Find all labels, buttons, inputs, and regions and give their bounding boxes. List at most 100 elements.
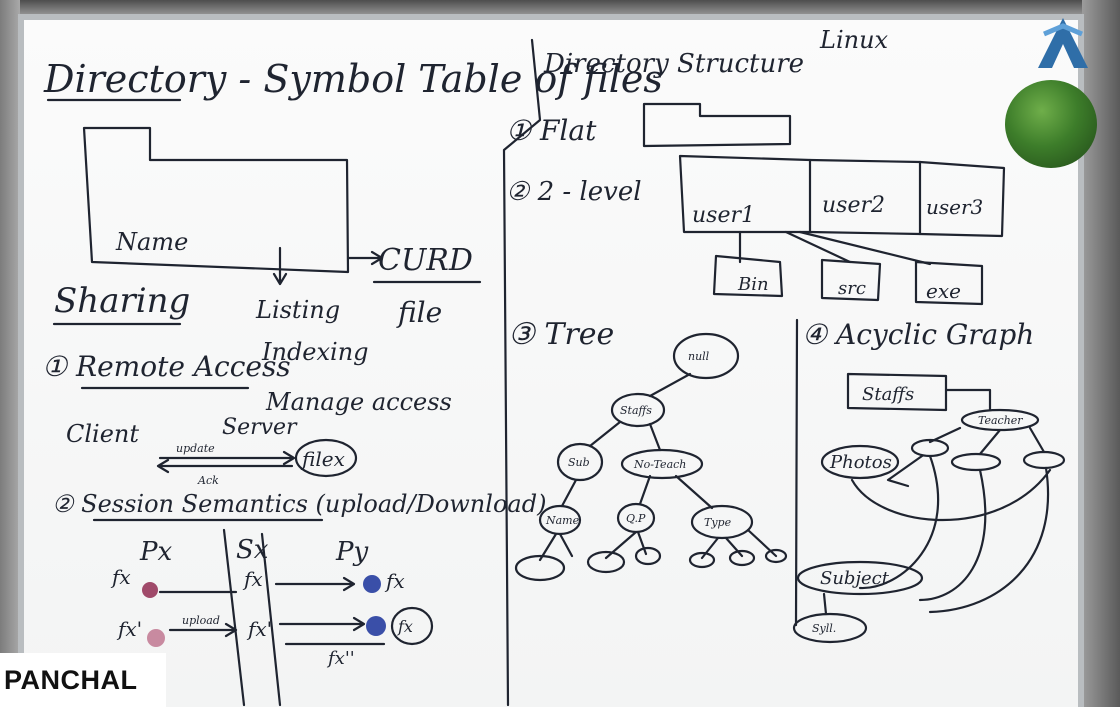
file-label: file: [396, 296, 442, 329]
tree-node-type: [690, 504, 754, 540]
user3-folder: [918, 160, 1006, 238]
acyclic-graph-label: ④ Acyclic Graph: [802, 318, 1034, 351]
board-frame-left: [0, 0, 20, 707]
tree-node-null-label: null: [688, 350, 710, 363]
upload-label: upload: [182, 614, 220, 627]
update-arrow-icon: [158, 450, 296, 466]
tree-label: ③ Tree: [508, 317, 614, 352]
op-manage-access: Manage access: [265, 388, 452, 416]
filex-ellipse: [294, 438, 358, 478]
tree-node-staffs-label: Staffs: [620, 404, 652, 417]
sx-line-right: [260, 532, 282, 707]
arrow-right-icon: [346, 250, 384, 266]
upload-arrow-icon: [168, 622, 238, 638]
linux-label: Linux: [819, 26, 889, 54]
directory-structure-title: Directory Structure: [543, 49, 804, 79]
bin-folder: [712, 254, 784, 298]
py-prime-dot: [366, 616, 386, 636]
tree-leaf-edges: [538, 528, 778, 562]
tree-node-sub-label: Sub: [568, 456, 590, 469]
remote-access: ① Remote Access: [42, 350, 291, 383]
filex-label: filex: [300, 447, 345, 471]
fx-circle-label: fx: [397, 617, 413, 636]
graph-node-photos: [820, 444, 900, 480]
op-listing: Listing: [255, 296, 340, 324]
py-file-dot: [363, 575, 381, 593]
fx-prime-dot: [147, 629, 165, 647]
title-directory: Directory - Symbol Table of files: [43, 57, 663, 101]
curd-label: CURD: [378, 243, 473, 278]
flat-folder-icon: [642, 102, 792, 148]
fx-prime-left: fx': [116, 617, 142, 641]
folder-icon: [82, 126, 350, 274]
fx-dprime: fx'': [326, 648, 355, 669]
graph-node-syll-label: Syll.: [812, 622, 836, 635]
graph-edges: [886, 388, 1046, 488]
folder-label: Name: [115, 228, 188, 256]
exe-folder: [914, 260, 984, 306]
graph-node-c: [1022, 450, 1066, 470]
px-label: Px: [139, 537, 172, 567]
graph-node-b: [950, 452, 1002, 472]
user1-label: user1: [692, 203, 755, 228]
center-divider: [502, 38, 542, 707]
server-label: Server: [222, 415, 298, 440]
src-label: src: [838, 278, 866, 299]
presenter-name-tag: PANCHAL: [0, 653, 166, 707]
tree-leaf-5: [728, 549, 756, 567]
channel-logo-icon: [1038, 18, 1088, 68]
subject-syll-edge: [822, 592, 828, 616]
graph-node-staffs-box: [846, 372, 948, 412]
graph-curves: [850, 454, 1052, 614]
update-label: update: [176, 442, 215, 455]
tree-leaf-4: [688, 551, 716, 569]
tree-node-null: [672, 332, 740, 380]
fx-right: fx: [384, 569, 405, 593]
subdir-links: [738, 230, 932, 266]
tree-leaf-2: [586, 550, 626, 574]
sx-line-left: [222, 528, 246, 707]
sharing-heading: Sharing: [54, 281, 190, 321]
graph-node-teacher-label: Teacher: [978, 414, 1023, 427]
tree-leaf-3: [634, 546, 662, 566]
tree-node-name-label: Name: [545, 514, 580, 527]
two-level-label: ② 2 - level: [506, 177, 642, 207]
graph-node-subject: [796, 560, 924, 596]
fx-server: fx: [242, 567, 263, 591]
flat-label: ① Flat: [506, 114, 597, 147]
graph-node-syll: [792, 612, 868, 644]
graph-node-photos-label: Photos: [829, 452, 892, 473]
user2-label: user2: [822, 193, 885, 218]
ack-arrow-icon: [156, 458, 294, 474]
py-label: Py: [335, 537, 368, 567]
download-arrow-icon: [274, 576, 356, 592]
graph-node-staffs-label: Staffs: [862, 384, 914, 405]
tree-node-qp-label: Q.P: [626, 512, 646, 525]
fx-left: fx: [110, 565, 131, 589]
op-indexing: Indexing: [261, 338, 369, 366]
board-frame-top: [0, 0, 1120, 16]
tree-node-sub: [556, 442, 604, 482]
tree-leaf-6: [764, 548, 788, 564]
bin-label: Bin: [737, 274, 769, 295]
exe-label: exe: [926, 279, 961, 303]
fx-circle: [390, 606, 434, 646]
tree-node-noteach: [620, 448, 704, 480]
session-semantics: ② Session Semantics (upload/Download): [52, 490, 546, 518]
fx-file-dot: [142, 582, 158, 598]
tree-node-type-label: Type: [704, 516, 732, 529]
ack-label: Ack: [197, 474, 219, 487]
client-label: Client: [66, 420, 139, 448]
tree-node-staffs: [610, 392, 666, 428]
arrow-down-icon: [272, 246, 288, 286]
tree-leaf-1: [514, 554, 566, 582]
tree-node-noteach-label: No-Teach: [633, 458, 686, 471]
tree-edges: [560, 372, 714, 510]
user2-folder: [808, 158, 922, 236]
webcam-overlay: [1005, 80, 1097, 168]
sync-arrow-icon: [278, 616, 366, 632]
graph-node-subject-label: Subject: [820, 568, 890, 589]
fx-prime-server: fx': [246, 617, 272, 641]
